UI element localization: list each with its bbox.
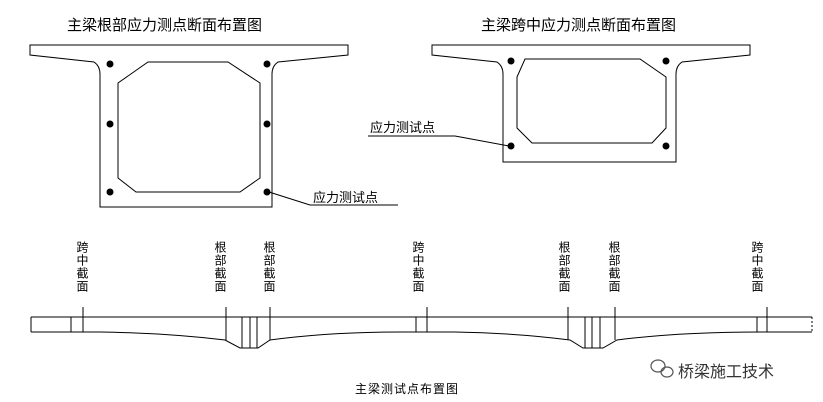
stress-point: [507, 57, 515, 65]
section-label-midspan: 跨中截面: [750, 241, 764, 293]
mid-cross-section: [368, 44, 751, 163]
stress-point: [263, 60, 271, 68]
mid-section-void: [516, 58, 667, 144]
mid-section-outline: [431, 44, 751, 163]
section-label-midspan: 跨中截面: [411, 241, 425, 293]
stress-point: [106, 120, 114, 128]
elevation-title: 主梁测试点布置图: [355, 382, 460, 396]
section-label-root: 根部截面: [557, 241, 571, 293]
wechat-icon: [650, 359, 674, 378]
stress-point: [662, 142, 670, 150]
root-callout-leader: [268, 191, 311, 206]
mid-callout-leader: [454, 135, 510, 147]
root-callout-label: 应力测试点: [313, 191, 379, 206]
section-label-root: 根部截面: [262, 241, 276, 293]
root-section-outline: [29, 44, 349, 208]
root-cross-section: [29, 44, 398, 208]
stress-point: [106, 60, 114, 68]
stress-point: [263, 120, 271, 128]
girder-elevation: [30, 307, 813, 349]
stress-point: [106, 188, 114, 196]
mid-callout-label: 应力测试点: [370, 121, 436, 136]
section-label-root: 根部截面: [607, 241, 621, 293]
section-label-midspan: 跨中截面: [75, 241, 89, 293]
girder-soffit: [99, 331, 812, 349]
watermark-text: 桥梁施工技术: [678, 362, 775, 381]
mid-section-title: 主梁跨中应力测点断面布置图: [481, 16, 677, 34]
root-section-void: [117, 61, 261, 193]
section-label-root: 根部截面: [213, 241, 227, 293]
stress-point: [662, 57, 670, 65]
root-section-title: 主梁根部应力测点断面布置图: [67, 16, 263, 34]
